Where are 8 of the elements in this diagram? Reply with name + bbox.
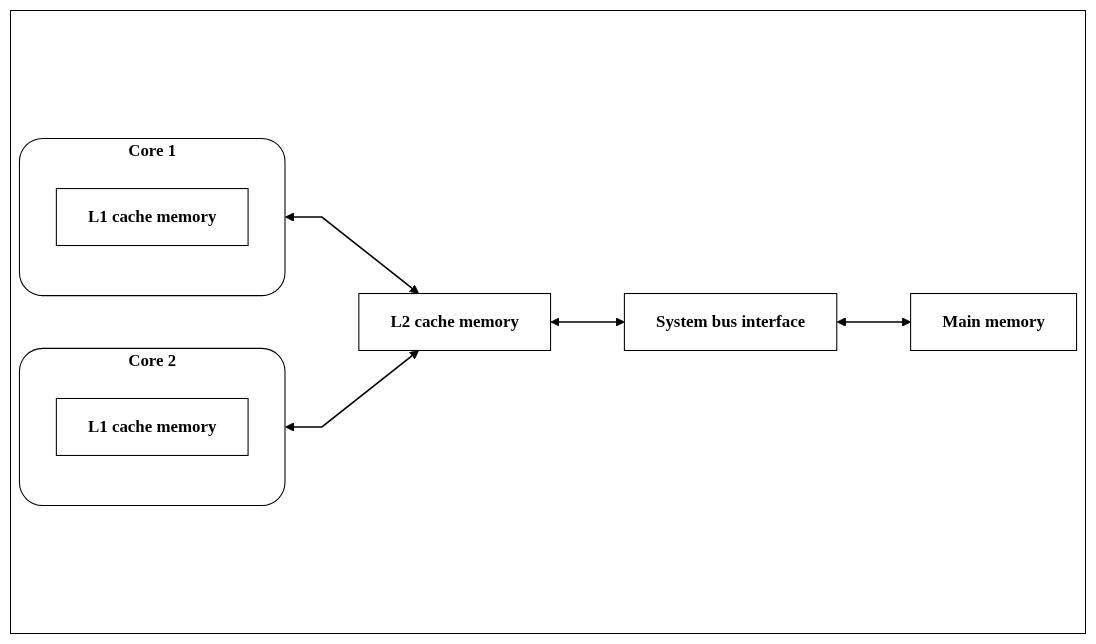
node-box: System bus interface <box>623 293 838 351</box>
node-box: L2 cache memory <box>358 293 552 351</box>
node-box: L1 cache memory <box>55 188 249 247</box>
node-box: Main memory <box>910 293 1078 351</box>
arrow <box>550 317 625 327</box>
arrow <box>285 350 420 432</box>
arrow <box>285 212 420 294</box>
node-box: L1 cache memory <box>55 397 249 456</box>
